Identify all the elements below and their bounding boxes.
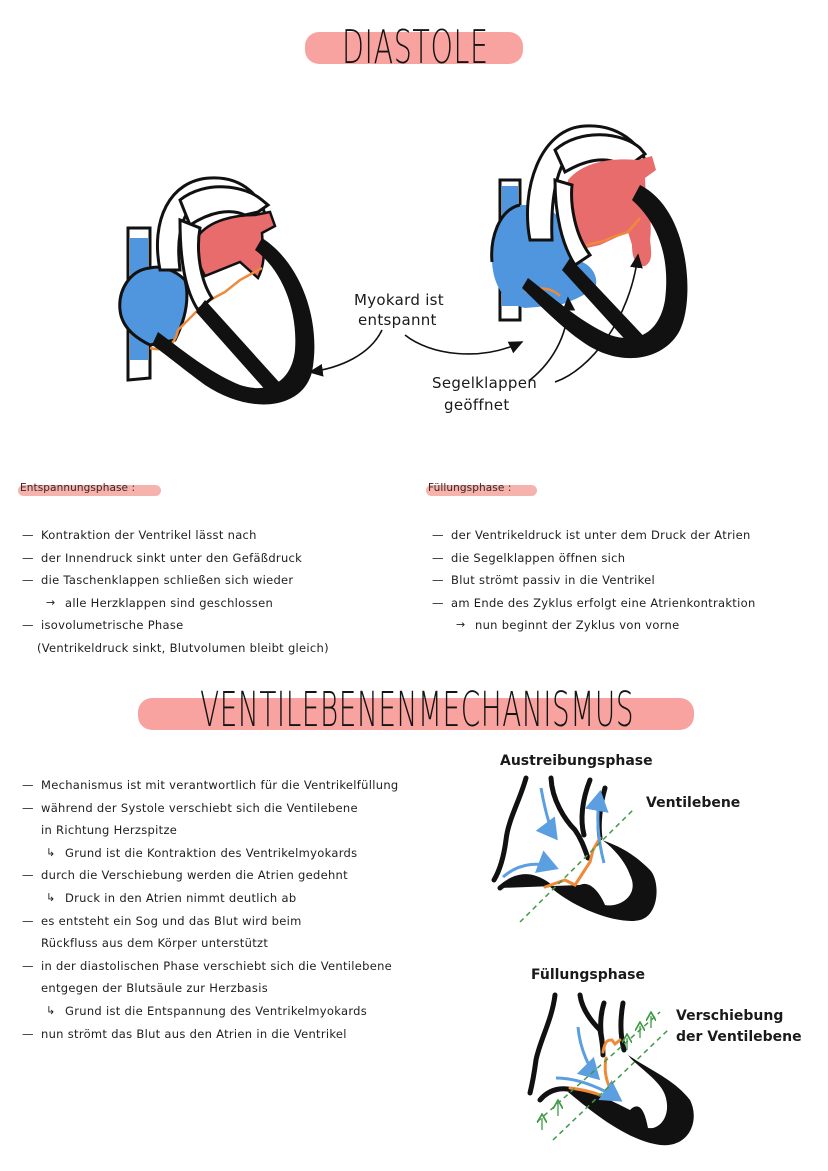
heading-entspannungsphase: Entspannungsphase : <box>20 482 136 494</box>
dash-icon: — <box>22 1026 34 1041</box>
title-diastole: DIASTOLE <box>305 22 525 72</box>
arrow-right-icon: → <box>46 595 56 609</box>
austreibungsphase-diagram <box>491 775 657 923</box>
list-item-text: Grund ist die Kontraktion des Ventrikelm… <box>65 845 358 860</box>
arrow-right-icon: → <box>456 618 466 632</box>
list-item-text: Rückfluss aus dem Körper unterstützt <box>41 936 269 951</box>
label-verschiebung: Verschiebung der Ventilebene <box>676 1006 802 1048</box>
dash-icon: — <box>22 800 34 815</box>
list-item-text: während der Systole verschiebt sich die … <box>41 800 358 815</box>
list-item-text: entgegen der Blutsäule zur Herzbasis <box>41 981 268 996</box>
dash-icon: — <box>22 528 34 542</box>
list-item-text: Grund ist die Entspannung des Ventrikelm… <box>65 1003 368 1018</box>
list-ventilebenenmechanismus: — Mechanismus ist mit verantwortlich für … <box>22 774 472 1045</box>
label-segelklappen-line2: geöffnet <box>444 396 510 414</box>
dash-icon: — <box>432 550 444 565</box>
list-item: (Ventrikeldruck sinkt, Blutvolumen bleib… <box>22 637 412 660</box>
dash-icon: — <box>22 868 34 883</box>
dash-icon: — <box>22 550 34 565</box>
list-item-text: am Ende des Zyklus erfolgt eine Atrienko… <box>451 595 756 610</box>
heart-left-diagram <box>118 176 315 405</box>
dash-icon: — <box>432 528 444 542</box>
subheading-highlight-entspannung <box>18 485 161 496</box>
title-diastole-text: DIASTOLE <box>341 20 489 74</box>
list-item-text: Druck in den Atrien nimmt deutlich ab <box>65 890 297 905</box>
label-verschiebung-line2: der Ventilebene <box>676 1029 802 1045</box>
list-item-text: alle Herzklappen sind geschlossen <box>65 595 274 610</box>
heart-diagrams <box>118 124 688 405</box>
list-item: — Blut strömt passiv in die Ventrikel <box>432 569 822 592</box>
list-item: → nun beginnt der Zyklus von vorne <box>432 614 822 637</box>
list-item-text: in der diastolischen Phase verschiebt si… <box>41 958 393 973</box>
hook-arrow-icon: ↳ <box>46 1003 56 1017</box>
hook-arrow-icon: ↳ <box>46 890 56 904</box>
dash-icon: — <box>22 618 34 633</box>
dash-icon: — <box>432 595 444 610</box>
dash-icon: — <box>22 958 34 973</box>
list-item-text: in Richtung Herzspitze <box>41 823 178 838</box>
label-fuellungsphase-diagram: Füllungsphase <box>531 967 645 983</box>
title-highlight <box>305 32 523 64</box>
title-highlight <box>138 698 694 730</box>
title-ventilebenenmechanismus-text: VENTILEBENENMECHANISMUS <box>200 682 634 738</box>
list-item: — Mechanismus ist mit verantwortlich für … <box>22 774 472 797</box>
list-item-text: die Segelklappen öffnen sich <box>451 550 626 565</box>
list-item-text: der Innendruck sinkt unter den Gefäßdruc… <box>41 550 303 565</box>
list-item: ↳ Druck in den Atrien nimmt deutlich ab <box>22 887 472 910</box>
arrow-myokard-left <box>308 329 383 377</box>
dash-icon: — <box>22 778 34 792</box>
list-item: — in der diastolischen Phase verschiebt s… <box>22 955 472 978</box>
list-item-text: (Ventrikeldruck sinkt, Blutvolumen bleib… <box>37 640 329 655</box>
subheading-highlight-fuellung <box>426 485 537 496</box>
label-ventilebene: Ventilebene <box>646 795 741 811</box>
heart-right-diagram <box>490 124 688 359</box>
list-item: ↳ Grund ist die Kontraktion des Ventrikel… <box>22 842 472 865</box>
arrow-segelklappen-left-atrium <box>554 253 643 383</box>
list-item: — während der Systole verschiebt sich die… <box>22 797 472 820</box>
list-item: — es entsteht ein Sog und das Blut wird b… <box>22 910 472 933</box>
dash-icon: — <box>432 573 444 588</box>
list-item-text: durch die Verschiebung werden die Atrien… <box>41 868 348 883</box>
list-item: — am Ende des Zyklus erfolgt eine Atrienk… <box>432 592 822 615</box>
list-item: in Richtung Herzspitze <box>22 819 472 842</box>
label-myokard: Myokard ist entspannt <box>354 290 444 330</box>
list-entspannungsphase: — Kontraktion der Ventrikel lässt nach — d… <box>22 524 412 660</box>
hook-arrow-icon: ↳ <box>46 845 56 859</box>
heading-fuellungsphase: Füllungsphase : <box>428 482 512 494</box>
list-item: — der Innendruck sinkt unter den Gefäßdru… <box>22 547 412 570</box>
list-item: — durch die Verschiebung werden die Atrie… <box>22 864 472 887</box>
list-item: entgegen der Blutsäule zur Herzbasis <box>22 977 472 1000</box>
list-item: ↳ Grund ist die Entspannung des Ventrikel… <box>22 1000 472 1023</box>
list-item: — isovolumetrische Phase <box>22 614 412 637</box>
label-myokard-line1: Myokard ist <box>354 291 444 309</box>
title-ventilebenenmechanismus: VENTILEBENENMECHANISMUS <box>138 682 696 738</box>
list-item: — Kontraktion der Ventrikel lässt nach <box>22 524 412 547</box>
list-item-text: isovolumetrische Phase <box>41 618 184 633</box>
list-item: → alle Herzklappen sind geschlossen <box>22 592 412 615</box>
list-item-text: der Ventrikeldruck ist unter dem Druck d… <box>451 528 751 542</box>
dash-icon: — <box>22 573 34 588</box>
arrow-segelklappen-right-atrium <box>529 296 576 381</box>
list-item-text: nun beginnt der Zyklus von vorne <box>475 618 680 633</box>
list-item-text: Mechanismus ist mit verantwortlich für d… <box>41 778 399 792</box>
label-verschiebung-line1: Verschiebung <box>676 1008 784 1024</box>
list-item-text: Kontraktion der Ventrikel lässt nach <box>41 528 257 542</box>
dash-icon: — <box>22 913 34 928</box>
list-item-text: es entsteht ein Sog und das Blut wird be… <box>41 913 302 928</box>
list-item-text: die Taschenklappen schließen sich wieder <box>41 573 294 588</box>
list-item-text: nun strömt das Blut aus den Atrien in di… <box>41 1026 347 1041</box>
list-item: — die Taschenklappen schließen sich wiede… <box>22 569 412 592</box>
list-item: — die Segelklappen öffnen sich <box>432 547 822 570</box>
list-item: — nun strömt das Blut aus den Atrien in d… <box>22 1023 472 1046</box>
list-item-text: Blut strömt passiv in die Ventrikel <box>451 573 656 588</box>
list-item: Rückfluss aus dem Körper unterstützt <box>22 932 472 955</box>
label-myokard-line2: entspannt <box>358 311 437 329</box>
label-austreibungsphase: Austreibungsphase <box>500 753 653 769</box>
list-fuellungsphase: — der Ventrikeldruck ist unter dem Druck … <box>432 524 822 637</box>
label-segelklappen-line1: Segelklappen <box>432 374 538 392</box>
list-item: — der Ventrikeldruck ist unter dem Druck … <box>432 524 822 547</box>
label-segelklappen: Segelklappen geöffnet <box>432 372 537 416</box>
fuellungsphase-diagram <box>527 992 694 1146</box>
arrow-myokard-right <box>404 334 524 355</box>
